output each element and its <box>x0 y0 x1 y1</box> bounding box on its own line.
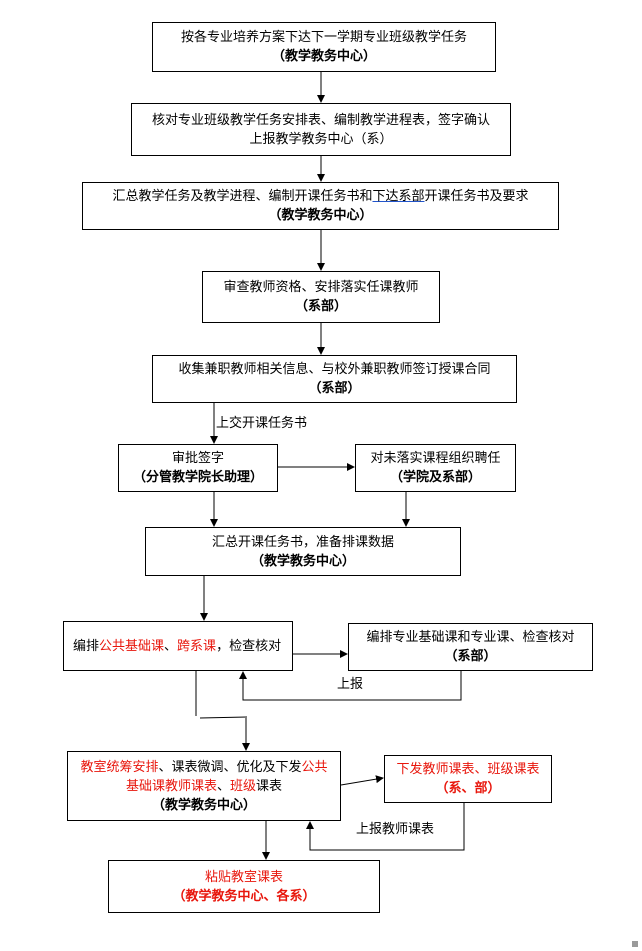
step-text-2: 上报教学教务中心（系） <box>249 131 393 147</box>
step-owner: （系部） <box>444 649 497 664</box>
step-arrange-public-courses: 编排公共基础课、跨系课，检查核对 <box>63 621 293 671</box>
step-recruit-unassigned: 对未落实课程组织聘任 （学院及系部） <box>355 444 516 492</box>
step-owner: （教学教务中心） <box>271 49 376 64</box>
edge-label-report-teacher-schedule: 上报教师课表 <box>356 822 435 837</box>
corner-marker <box>632 941 638 947</box>
step-text: 粘贴教室课表 <box>204 869 283 885</box>
edge-label-submit-task-book: 上交开课任务书 <box>216 416 308 431</box>
step-issue-teaching-tasks: 按各专业培养方案下达下一学期专业班级教学任务 （教学教务中心） <box>152 22 496 72</box>
step-owner: （分管教学院长助理） <box>132 470 263 485</box>
arrow-n11-n12 <box>340 775 384 786</box>
step-owner: （教学教务中心） <box>250 553 355 569</box>
step-text: 汇总教学任务及教学进程、编制开课任务书和下达系部开课任务书及要求 <box>112 189 529 204</box>
step-text: 核对专业班级教学任务安排表、编制教学进程表，签字确认 <box>151 112 490 128</box>
step-text: 教室统筹安排、课表微调、优化及下发公共基础课教师课表、班级课表 <box>80 759 328 794</box>
step-text: 下发教师课表、班级课表 <box>396 762 540 777</box>
step-text: 按各专业培养方案下达下一学期专业班级教学任务 <box>180 30 467 45</box>
step-review-teacher-qualification: 审查教师资格、安排落实任课教师 （系部） <box>202 271 440 323</box>
step-classroom-coordination: 教室统筹安排、课表微调、优化及下发公共基础课教师课表、班级课表 （教学教务中心） <box>67 751 341 821</box>
step-text: 收集兼职教师相关信息、与校外兼职教师签订授课合同 <box>178 362 491 377</box>
step-owner: （系部） <box>294 299 347 314</box>
arrow-n12-n11-report <box>306 803 465 851</box>
step-approve-sign: 审批签字 （分管教学院长助理） <box>118 444 278 492</box>
step-owner: （系部） <box>308 381 361 396</box>
step-owner: （教学教务中心） <box>268 208 373 223</box>
step-compile-course-tasks: 汇总教学任务及教学进程、编制开课任务书和下达系部开课任务书及要求 （教学教务中心… <box>82 182 559 230</box>
line-merge <box>199 716 248 719</box>
step-owner: （教学教务中心） <box>151 797 256 813</box>
step-owner: （学院及系部） <box>389 470 481 485</box>
step-text: 审批签字 <box>171 451 224 466</box>
step-text: 编排公共基础课、跨系课，检查核对 <box>73 638 282 654</box>
step-post-classroom-schedule: 粘贴教室课表 （教学教务中心、各系） <box>108 860 380 913</box>
step-text: 对未落实课程组织聘任 <box>370 451 501 466</box>
step-arrange-major-courses: 编排专业基础课和专业课、检查核对 （系部） <box>348 623 593 671</box>
arrow-n10-n9-report <box>239 671 462 701</box>
step-text: 汇总开课任务书，准备排课数据 <box>211 534 394 550</box>
step-prepare-scheduling-data: 汇总开课任务书，准备排课数据 （教学教务中心） <box>145 527 461 576</box>
step-owner: （教学教务中心、各系） <box>172 888 316 904</box>
edge-label-report-up: 上报 <box>337 677 364 692</box>
step-text: 审查教师资格、安排落实任课教师 <box>223 280 419 295</box>
step-verify-and-report: 核对专业班级教学任务安排表、编制教学进程表，签字确认 上报教学教务中心（系） <box>131 103 511 156</box>
step-distribute-schedules: 下发教师课表、班级课表 （系、部） <box>384 755 552 803</box>
step-collect-parttime-teachers: 收集兼职教师相关信息、与校外兼职教师签订授课合同 （系部） <box>152 355 517 403</box>
step-text: 编排专业基础课和专业课、检查核对 <box>366 630 575 645</box>
step-owner: （系、部） <box>435 781 501 796</box>
